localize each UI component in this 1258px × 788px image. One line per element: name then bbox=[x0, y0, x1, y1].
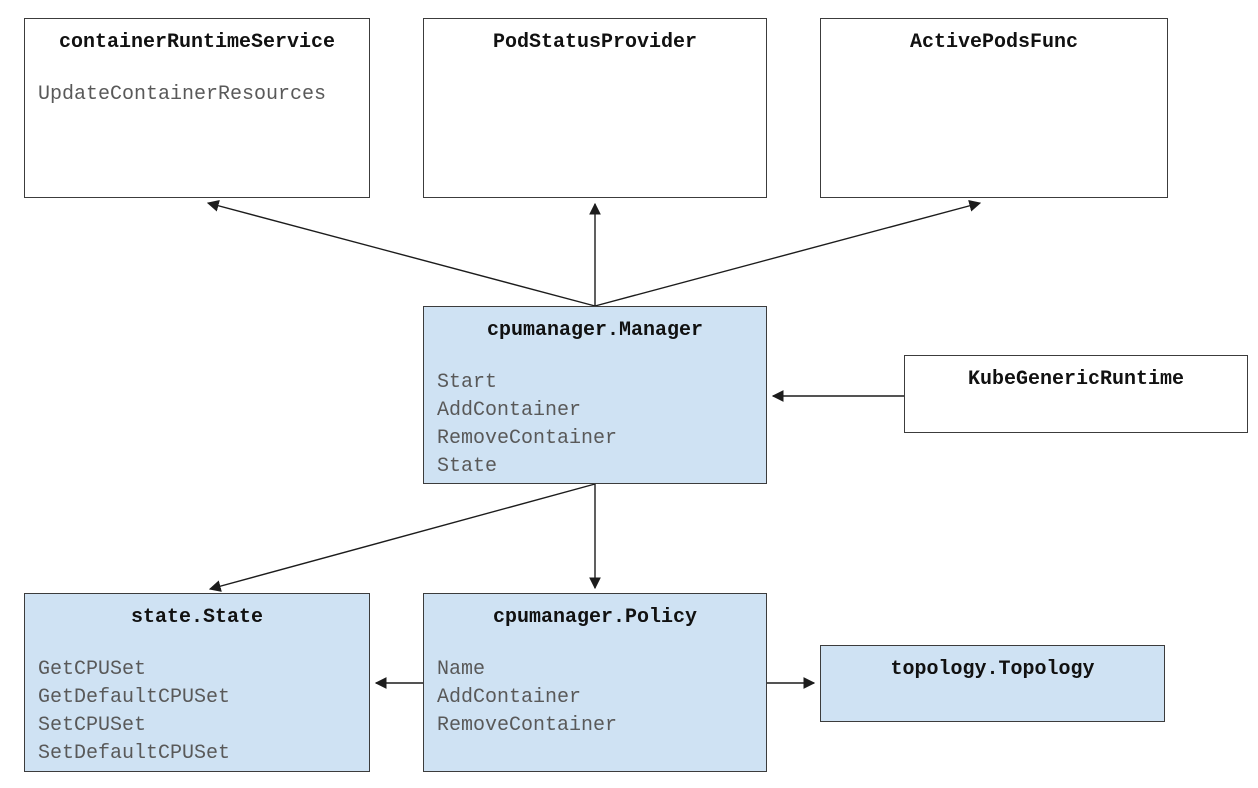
node-title: state.State bbox=[130, 606, 264, 629]
method-name: GetDefaultCPUSet bbox=[38, 686, 231, 709]
method-name: Start bbox=[437, 371, 498, 394]
node-kube-generic-runtime: KubeGenericRuntime bbox=[904, 355, 1248, 433]
method-name: GetCPUSet bbox=[38, 658, 147, 681]
node-pod-status-provider: PodStatusProvider bbox=[423, 18, 767, 198]
node-active-pods-func: ActivePodsFunc bbox=[820, 18, 1168, 198]
node-cpumanager-manager: cpumanager.Manager Start AddContainer Re… bbox=[423, 306, 767, 484]
node-cpumanager-policy: cpumanager.Policy Name AddContainer Remo… bbox=[423, 593, 767, 772]
node-title: topology.Topology bbox=[890, 658, 1095, 681]
method-name: AddContainer bbox=[437, 686, 582, 709]
node-state-state: state.State GetCPUSet GetDefaultCPUSet S… bbox=[24, 593, 370, 772]
node-title: containerRuntimeService bbox=[58, 31, 336, 54]
method-name: RemoveContainer bbox=[437, 714, 618, 737]
node-title: PodStatusProvider bbox=[492, 31, 698, 54]
method-name: Name bbox=[437, 658, 486, 681]
node-title: ActivePodsFunc bbox=[909, 31, 1079, 54]
node-method-list: Start AddContainer RemoveContainer State bbox=[424, 369, 766, 481]
method-name: SetCPUSet bbox=[38, 714, 147, 737]
node-title: KubeGenericRuntime bbox=[967, 368, 1185, 391]
node-method-list: UpdateContainerResources bbox=[25, 81, 369, 109]
edge-manager-to-container-runtime-service-arrow bbox=[206, 200, 596, 307]
method-name: UpdateContainerResources bbox=[38, 83, 327, 106]
node-title: cpumanager.Manager bbox=[486, 319, 704, 342]
edge-manager-to-state-arrow bbox=[208, 483, 596, 592]
method-name: AddContainer bbox=[437, 399, 582, 422]
method-name: SetDefaultCPUSet bbox=[38, 742, 231, 765]
node-method-list: Name AddContainer RemoveContainer bbox=[424, 656, 766, 740]
method-name: State bbox=[437, 455, 498, 478]
method-name: RemoveContainer bbox=[437, 427, 618, 450]
node-topology-topology: topology.Topology bbox=[820, 645, 1165, 722]
node-method-list: GetCPUSet GetDefaultCPUSet SetCPUSet Set… bbox=[25, 656, 369, 768]
edge-manager-to-active-pods-func-arrow bbox=[594, 200, 982, 307]
node-title: cpumanager.Policy bbox=[492, 606, 698, 629]
node-container-runtime-service: containerRuntimeService UpdateContainerR… bbox=[24, 18, 370, 198]
